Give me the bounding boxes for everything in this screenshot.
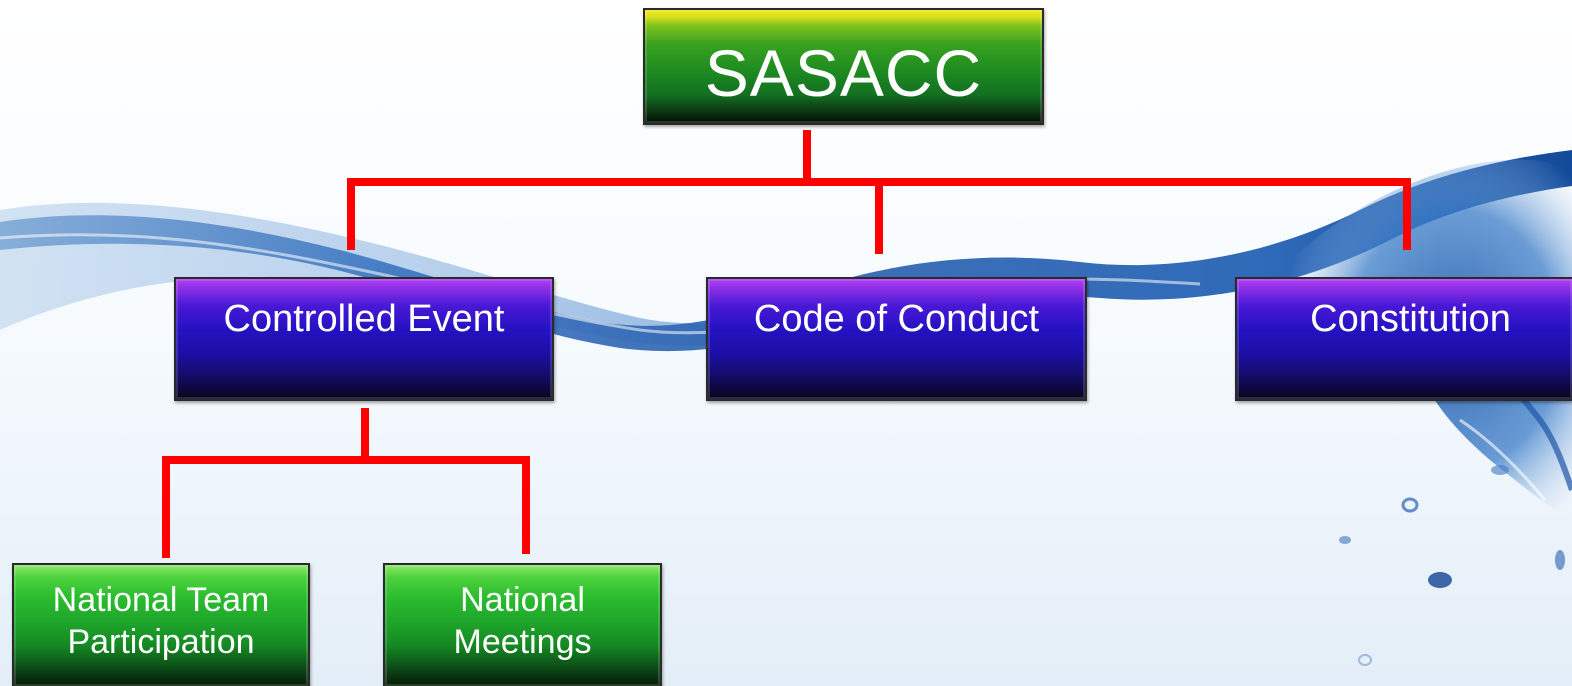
- node-controlled-event-label: Controlled Event: [223, 298, 505, 340]
- connector-to-national-meetings: [522, 456, 530, 554]
- node-national-team-participation: National Team Participation: [12, 563, 310, 686]
- node-code-of-conduct-label: Code of Conduct: [753, 298, 1040, 340]
- connector-controlled-event-down: [361, 408, 369, 458]
- connector-to-national-team: [162, 456, 170, 558]
- node-constitution: Constitution: [1235, 277, 1572, 401]
- node-national-meetings-label: National Meetings: [453, 581, 592, 661]
- connector-to-constitution: [1403, 178, 1411, 250]
- connector-level2-bar: [162, 456, 530, 464]
- connector-root-down: [803, 130, 811, 180]
- node-code-of-conduct: Code of Conduct: [706, 277, 1087, 401]
- node-sasacc: SASACC: [643, 8, 1044, 125]
- connector-to-controlled-event: [347, 178, 355, 250]
- node-constitution-label: Constitution: [1310, 298, 1511, 340]
- node-national-team-participation-label: National Team Participation: [52, 581, 270, 661]
- node-controlled-event: Controlled Event: [174, 277, 554, 401]
- connector-to-code-of-conduct: [875, 178, 883, 254]
- node-national-meetings: National Meetings: [383, 563, 662, 686]
- node-sasacc-label: SASACC: [704, 36, 983, 110]
